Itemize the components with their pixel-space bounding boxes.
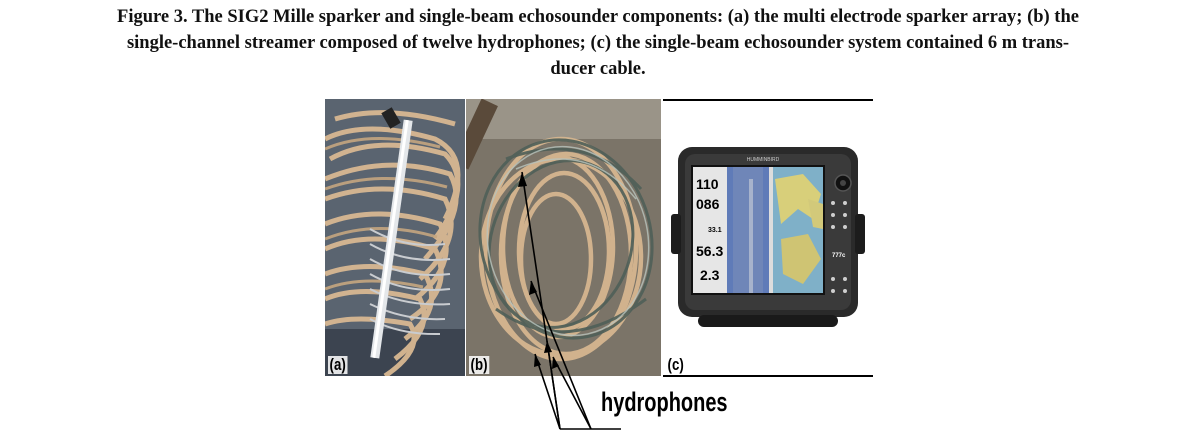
panel-a-sparker-array: (a): [325, 99, 465, 376]
arrow-head-5: [552, 357, 559, 369]
readout-temp: 33.1: [708, 227, 722, 234]
readout-depth: 110: [696, 176, 719, 192]
arrow-head-3: [534, 354, 541, 367]
panel-b-streamer: (b): [466, 99, 661, 376]
panel-c-label: (c): [667, 355, 684, 374]
panel-c-echosounder: HUMMINBIRD 110 086 33.1 56.3 2.3: [663, 99, 873, 376]
arrow-line-4: [552, 356, 592, 430]
sparker-array-photo: [325, 99, 465, 376]
arrow-head-1: [518, 172, 527, 187]
arrow-head-2: [529, 281, 537, 295]
readout-course: 086: [696, 196, 720, 212]
streamer-photo: [466, 99, 661, 376]
caption-line-1: Figure 3. The SIG2 Mille sparker and sin…: [117, 7, 1079, 27]
device-model: 777c: [832, 253, 846, 259]
readout-distance: 56.3: [696, 243, 723, 259]
device-brand: HUMMINBIRD: [747, 157, 780, 163]
panel-b-label: (b): [469, 355, 490, 374]
arrow-line-2: [534, 353, 561, 430]
readout-speed: 2.3: [700, 267, 720, 283]
figure-composite: (a) (: [325, 99, 873, 431]
arrow-line-3: [546, 340, 561, 430]
hydrophones-annotation: hydrophones: [601, 387, 728, 417]
hydrophone-arrows: [518, 171, 621, 430]
arrow-head-4: [544, 341, 552, 353]
panel-c-bottom-rule: [663, 375, 873, 377]
panel-a-label: (a): [328, 355, 348, 374]
echosounder-photo: HUMMINBIRD 110 086 33.1 56.3 2.3: [663, 99, 873, 376]
panel-c-top-rule: [663, 99, 873, 101]
arrow-line-5: [530, 280, 592, 430]
caption-line-3: ducer cable.: [550, 59, 646, 79]
caption-line-2: single-channel streamer composed of twel…: [126, 33, 1070, 53]
figure-caption: Figure 3. The SIG2 Mille sparker and sin…: [12, 4, 1184, 82]
